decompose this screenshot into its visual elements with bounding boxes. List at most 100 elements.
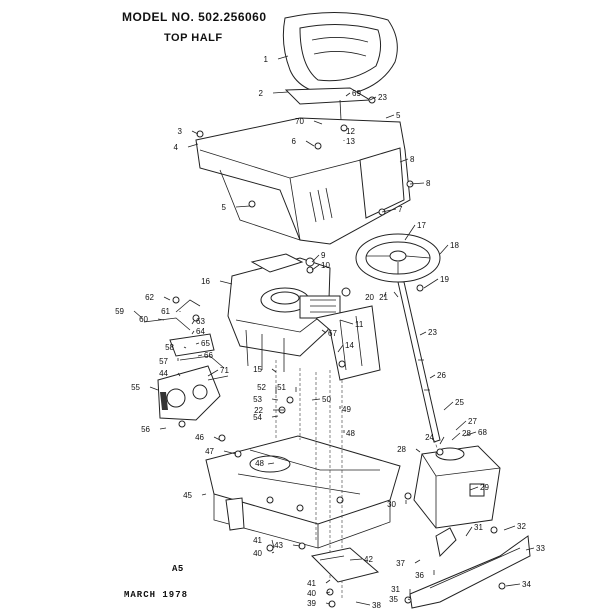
engine <box>227 253 341 372</box>
callout-leader-line <box>313 120 323 125</box>
callout-69: 69 <box>352 89 361 98</box>
callout-leader-line <box>311 254 320 263</box>
callout-67: 67 <box>328 329 337 338</box>
callout-12: 12 <box>346 127 355 136</box>
callout-leader-line <box>443 401 454 411</box>
callout-63: 63 <box>196 317 205 326</box>
callout-16: 16 <box>201 277 210 286</box>
callout-42: 42 <box>364 555 373 564</box>
callout-leader-line <box>383 291 387 298</box>
callout-leader-line <box>325 602 331 605</box>
callout-71: 71 <box>220 366 229 375</box>
assembly-guides <box>275 360 439 600</box>
callout-53: 53 <box>253 395 262 404</box>
callout-11: 11 <box>355 320 364 329</box>
hardware <box>172 96 506 608</box>
callout-32: 32 <box>517 522 526 531</box>
callout-17: 17 <box>417 221 426 230</box>
callout-33: 33 <box>536 544 545 553</box>
callout-68: 68 <box>478 428 487 437</box>
callout-leader-line <box>271 551 275 554</box>
callout-leader-line <box>191 320 195 325</box>
callout-59: 59 <box>115 307 124 316</box>
callout-leader-line <box>455 420 467 431</box>
callout-leader-line <box>201 493 207 496</box>
callout-leader-line <box>191 330 195 335</box>
callout-leader-line <box>157 318 165 321</box>
callout-18: 18 <box>450 241 459 250</box>
callout-leader-line <box>321 329 327 334</box>
callout-leader-line <box>469 486 479 491</box>
callout-leader-line <box>305 140 315 147</box>
callout-leader-line <box>177 372 181 377</box>
callout-54: 54 <box>253 413 262 422</box>
callout-65: 65 <box>201 339 210 348</box>
steering-wheel <box>355 233 441 283</box>
callout-leader-line <box>381 208 397 213</box>
callout-47: 47 <box>205 447 214 456</box>
callout-leader-line <box>223 450 237 455</box>
callout-leader-line <box>415 448 421 453</box>
callout-leader-line <box>292 544 301 547</box>
callout-28: 28 <box>462 429 471 438</box>
callout-34: 34 <box>522 580 531 589</box>
callout-19: 19 <box>440 275 449 284</box>
callout-5: 5 <box>222 203 227 212</box>
callout-leader-line <box>337 344 344 353</box>
callout-52: 52 <box>257 383 266 392</box>
seat <box>282 11 398 97</box>
callout-leader-line <box>219 280 233 285</box>
callout-leader-line <box>451 432 461 441</box>
callout-leader-line <box>439 436 445 445</box>
callout-leader-line <box>133 310 143 319</box>
callout-24: 24 <box>425 433 434 442</box>
callout-41: 41 <box>307 579 316 588</box>
callout-leader-line <box>207 369 219 377</box>
callout-22: 22 <box>254 406 263 415</box>
model-number-title: MODEL NO. 502.256060 <box>122 10 267 24</box>
callout-49: 49 <box>342 405 351 414</box>
callout-8: 8 <box>410 155 415 164</box>
callout-28: 28 <box>397 445 406 454</box>
callout-1: 1 <box>264 55 269 64</box>
callout-leader-line <box>407 598 411 601</box>
transmission-assembly <box>157 365 229 421</box>
shift-linkage <box>143 299 225 369</box>
callout-64: 64 <box>196 327 205 336</box>
callout-leader-line <box>503 525 516 531</box>
callout-leader-line <box>271 539 275 549</box>
callout-41: 41 <box>253 536 262 545</box>
callout-leader-line <box>419 331 427 336</box>
callout-leader-line <box>325 579 331 584</box>
callout-leader-line <box>159 427 167 430</box>
callout-25: 25 <box>455 398 464 407</box>
callout-14: 14 <box>345 341 354 350</box>
callout-leader-line <box>345 92 351 97</box>
callout-62: 62 <box>145 293 154 302</box>
callout-48: 48 <box>255 459 264 468</box>
callout-45: 45 <box>183 491 192 500</box>
callout-10: 10 <box>321 261 330 270</box>
callout-57: 57 <box>159 357 168 366</box>
callout-leader-line <box>355 601 371 606</box>
callout-leader-line <box>311 264 320 271</box>
bottom-plate <box>310 547 380 583</box>
sheet-date: MARCH 1978 <box>124 590 189 600</box>
callout-40: 40 <box>253 549 262 558</box>
callout-39: 39 <box>307 599 316 608</box>
callout-leader-line <box>423 278 439 289</box>
callout-30: 30 <box>387 500 396 509</box>
footrest-panel <box>409 527 531 609</box>
callout-44: 44 <box>159 369 168 378</box>
callout-leader-line <box>339 319 354 325</box>
callout-3: 3 <box>178 127 183 136</box>
callout-leader-line <box>271 415 279 418</box>
callout-61: 61 <box>161 307 170 316</box>
callout-leader-line <box>272 91 289 94</box>
callout-leader-line <box>404 224 416 241</box>
callout-50: 50 <box>322 395 331 404</box>
sheet-code: A5 <box>172 564 184 574</box>
callout-2: 2 <box>259 89 264 98</box>
